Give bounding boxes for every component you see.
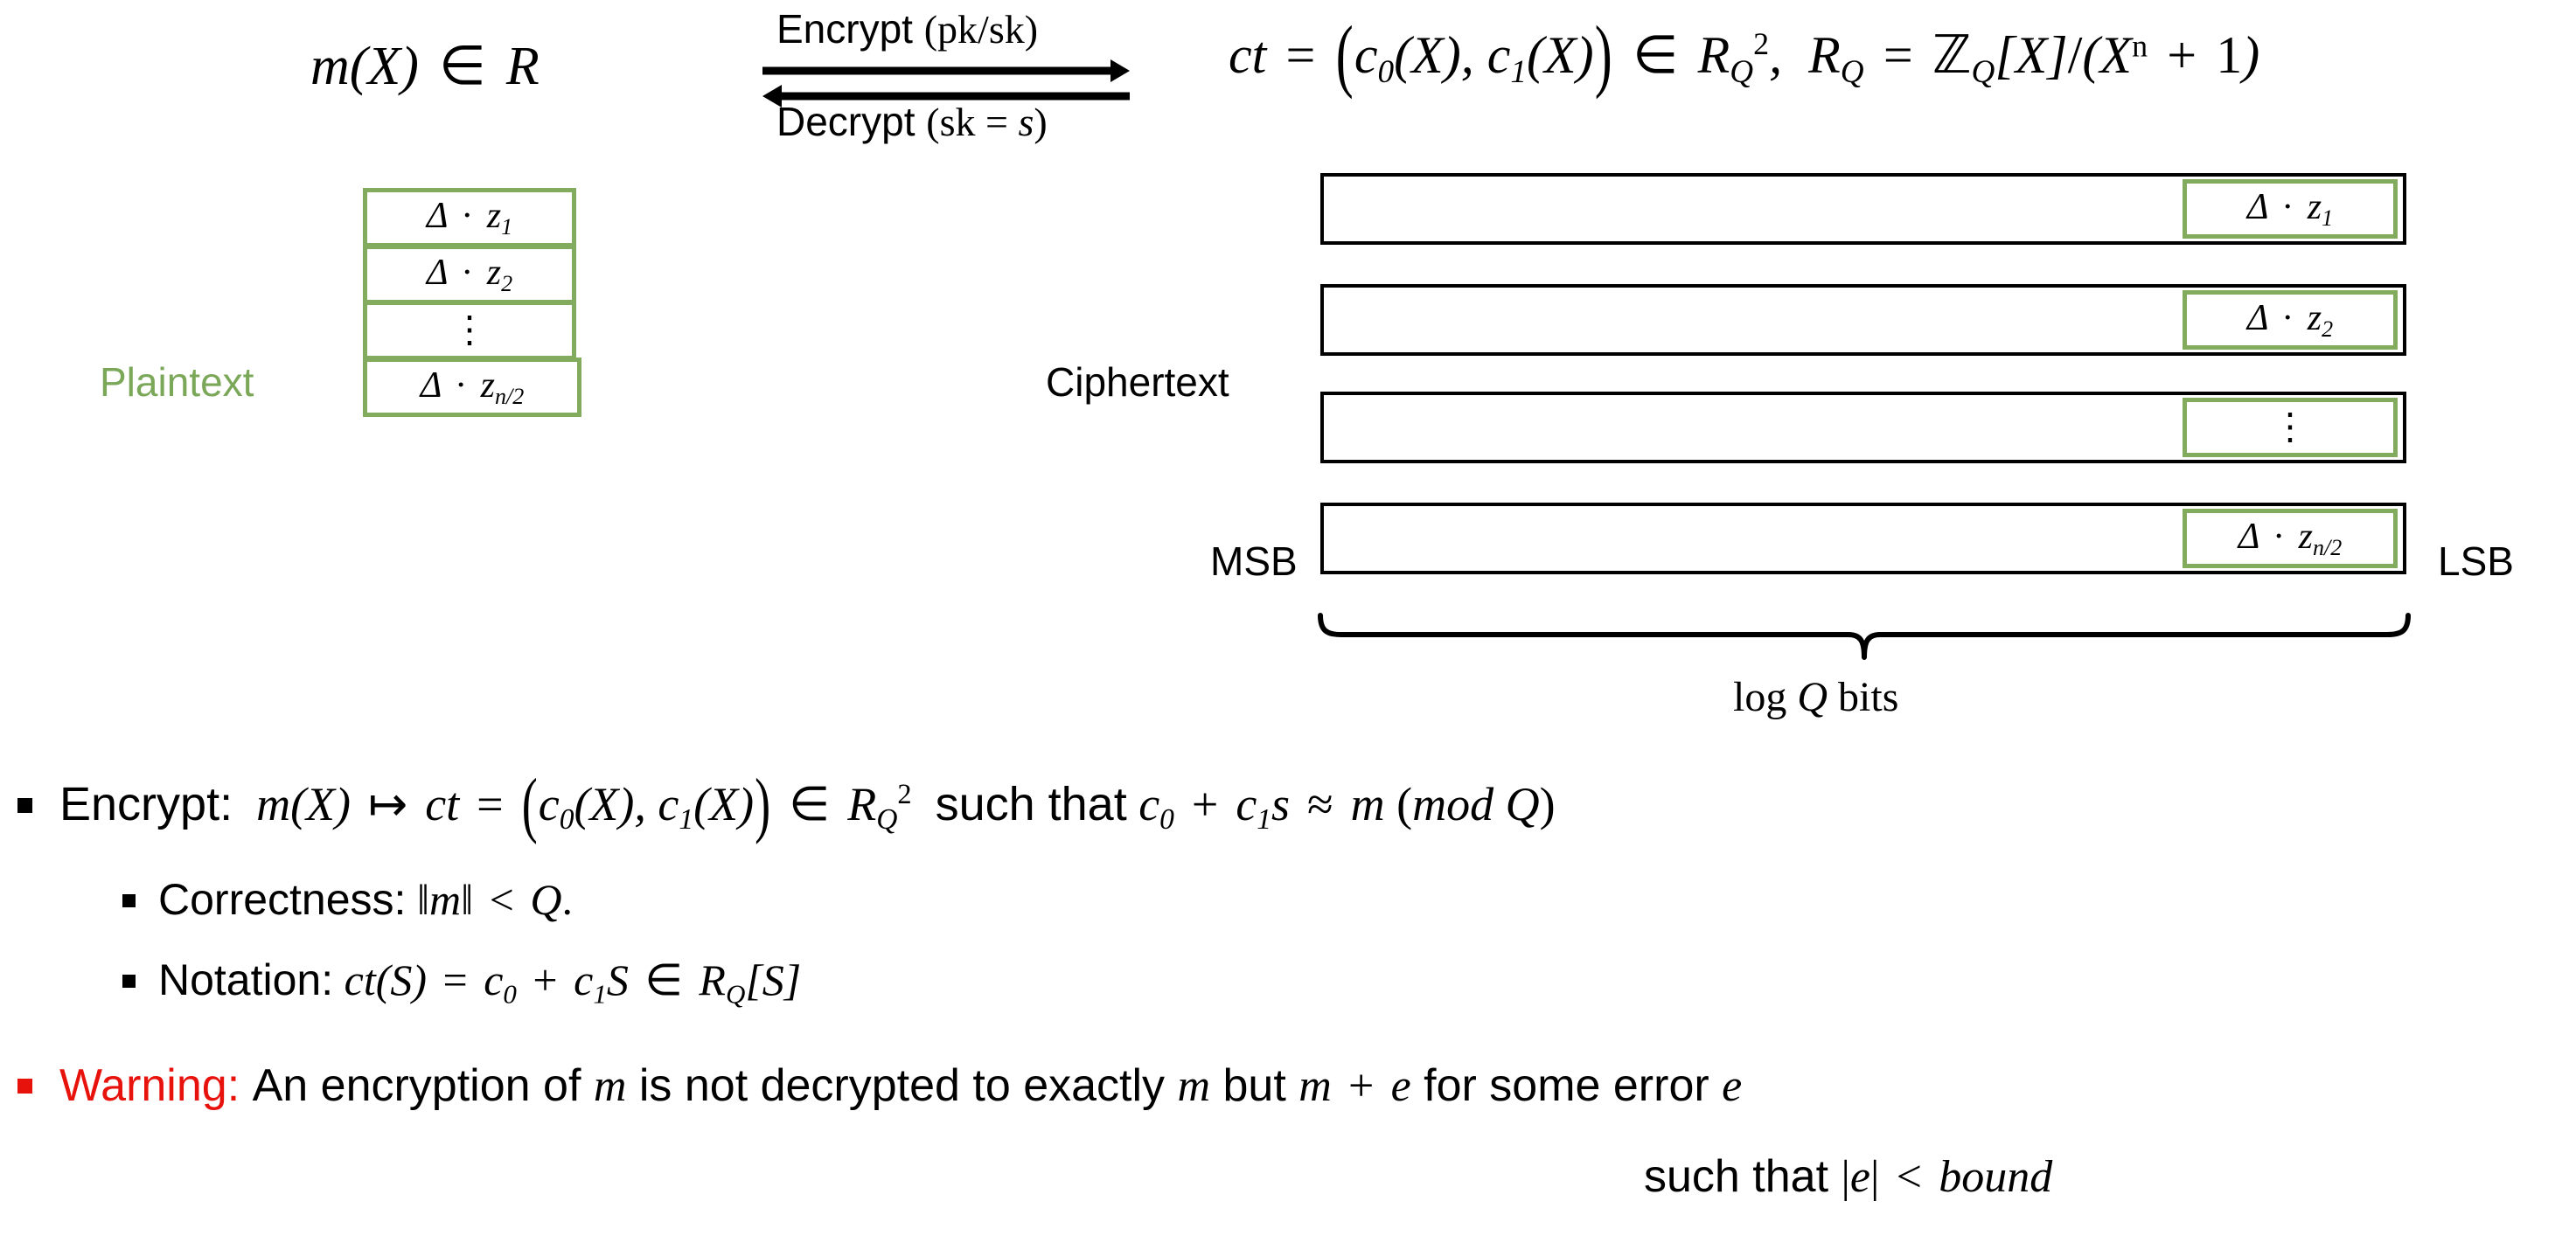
bullet-notation: Notation: ct(S) = c0 + c1S ∈ RQ[S] bbox=[122, 955, 801, 1010]
bullet-correctness-formula: ‖m‖ < Q. bbox=[416, 875, 573, 924]
ciphertext-row: ⋮ bbox=[1320, 392, 2406, 463]
bullet-warning-lead: Warning: bbox=[59, 1060, 240, 1111]
bullet-marker-icon bbox=[17, 798, 32, 813]
bullet-encrypt: Encrypt: m(X) ↦ ct = (c0(X), c1(X)) ∈ RQ… bbox=[17, 763, 1556, 845]
vertical-ellipsis-icon: ⋮ bbox=[451, 309, 488, 351]
ciphertext-row: Δ · zn/2 bbox=[1320, 503, 2406, 574]
ciphertext-row: Δ · z1 bbox=[1320, 173, 2406, 245]
bullet-marker-icon bbox=[17, 1079, 32, 1094]
bullet-correctness-lead: Correctness: bbox=[158, 875, 407, 924]
bullet-encrypt-formula: m(X) ↦ ct = (c0(X), c1(X)) ∈ RQ2 such th… bbox=[233, 763, 1556, 845]
ciphertext-definition-formula: ct = (c0(X), c1(X)) ∈ RQ2, RQ = ℤQ[X]/(X… bbox=[1229, 10, 2260, 100]
vertical-ellipsis-icon: ⋮ bbox=[2272, 406, 2308, 448]
plaintext-slot: Δ · z1 bbox=[363, 188, 576, 247]
bullet-marker-icon bbox=[122, 894, 136, 907]
ciphertext-slot-value: Δ · z1 bbox=[2246, 187, 2334, 231]
bullet-encrypt-lead: Encrypt: bbox=[59, 778, 233, 830]
plaintext-slot: Δ · z2 bbox=[363, 245, 576, 304]
encrypt-arrow-label: Encrypt (pk/sk) bbox=[776, 6, 1039, 52]
bullet-warning: Warning: An encryption of m is not decry… bbox=[17, 1059, 1742, 1112]
plaintext-slot-value: Δ · z1 bbox=[426, 196, 513, 240]
decrypt-arrow-icon bbox=[762, 83, 1130, 114]
encrypt-arrow-icon bbox=[762, 58, 1130, 88]
bullet-correctness: Correctness: ‖m‖ < Q. bbox=[122, 874, 573, 925]
msb-label: MSB bbox=[1210, 538, 1298, 584]
plaintext-label: Plaintext bbox=[100, 359, 254, 405]
bound-condition-line: such that |e| < bound bbox=[1644, 1151, 2053, 1202]
plaintext-slot-value: Δ · zn/2 bbox=[420, 365, 525, 409]
plaintext-slot-value: Δ · z2 bbox=[426, 253, 513, 296]
log-q-bits-label: log Q bits bbox=[1733, 674, 1899, 720]
ciphertext-slot-value: Δ · zn/2 bbox=[2238, 517, 2343, 560]
bullet-marker-icon bbox=[122, 975, 136, 988]
bullet-notation-formula: ct(S) = c0 + c1S ∈ RQ[S] bbox=[333, 955, 802, 1010]
plaintext-slot: ⋮ bbox=[363, 301, 576, 360]
bullet-notation-lead: Notation: bbox=[158, 955, 334, 1004]
lsb-label: LSB bbox=[2438, 538, 2514, 584]
log-q-brace-icon bbox=[1315, 612, 2413, 669]
ciphertext-row: Δ · z2 bbox=[1320, 284, 2406, 356]
plaintext-polynomial-formula: m(X) ∈ R bbox=[310, 37, 540, 96]
ciphertext-slot-value: Δ · z2 bbox=[2246, 298, 2334, 342]
bullet-warning-body: An encryption of m is not decrypted to e… bbox=[240, 1060, 1743, 1111]
ciphertext-slot: Δ · z1 bbox=[2183, 179, 2398, 239]
plaintext-slot: Δ · zn/2 bbox=[363, 358, 581, 417]
ciphertext-label: Ciphertext bbox=[1046, 359, 1229, 405]
decrypt-arrow-label: Decrypt (sk = s) bbox=[776, 99, 1048, 144]
ciphertext-slot: Δ · z2 bbox=[2183, 290, 2398, 350]
ciphertext-slot: ⋮ bbox=[2183, 398, 2398, 457]
ciphertext-slot: Δ · zn/2 bbox=[2183, 509, 2398, 568]
